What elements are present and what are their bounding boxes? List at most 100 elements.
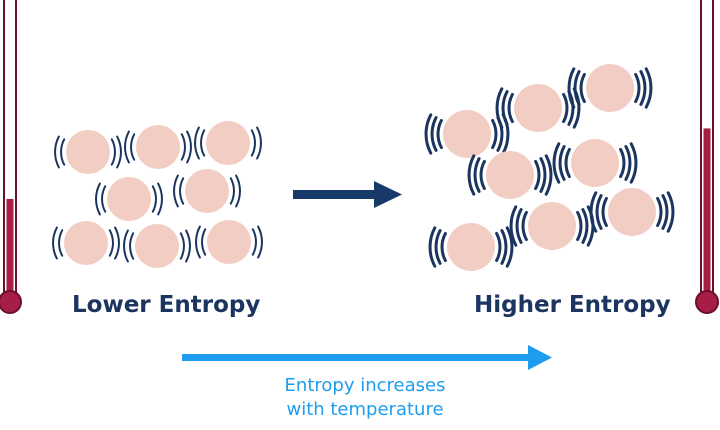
particle <box>552 139 638 187</box>
transition-arrow-head <box>374 181 402 208</box>
particle <box>54 130 122 174</box>
particle <box>195 220 263 264</box>
vibration-arc <box>521 210 528 242</box>
particle-body <box>64 221 108 265</box>
particle-body <box>447 223 495 271</box>
particle <box>589 188 675 236</box>
vibration-arc <box>473 157 481 193</box>
vibration-arc <box>157 182 163 216</box>
temperature-arrow-shaft <box>182 354 532 361</box>
vibration-arc <box>185 229 191 263</box>
vibration-arc <box>179 232 185 260</box>
particle <box>123 224 191 268</box>
vibration-arc <box>130 133 136 161</box>
vibration-arc <box>656 196 663 228</box>
entropy-caption: Entropy increases with temperature <box>240 374 490 422</box>
particle-body <box>443 110 491 158</box>
vibration-arc <box>639 70 647 106</box>
vibration-arc <box>201 228 207 256</box>
particle <box>467 151 553 199</box>
caption-line-2: with temperature <box>286 399 444 420</box>
vibration-arc <box>430 116 438 152</box>
vibration-arc <box>495 231 502 263</box>
thermometer-left <box>0 0 22 314</box>
vibration-arc <box>124 130 130 164</box>
thermometer-mercury <box>6 198 14 300</box>
low-entropy-particles <box>52 121 263 268</box>
vibration-arc <box>507 92 514 124</box>
particle <box>424 110 510 158</box>
temperature-arrow-head <box>528 345 552 370</box>
vibration-arc <box>173 174 179 208</box>
particle-body <box>571 139 619 187</box>
vibration-arc <box>505 226 514 268</box>
vibration-arc <box>619 147 626 179</box>
vibration-arc <box>195 225 201 259</box>
vibration-arc <box>579 72 586 104</box>
vibration-arc <box>52 226 58 260</box>
transition-arrow-shaft <box>293 190 377 199</box>
vibration-arc <box>509 205 518 247</box>
particle <box>567 64 653 112</box>
caption-line-1: Entropy increases <box>284 375 446 396</box>
particle-body <box>586 64 634 112</box>
vibration-arc <box>634 72 641 104</box>
vibration-arc <box>595 194 603 230</box>
vibration-arc <box>424 113 433 155</box>
vibration-arc <box>235 174 241 208</box>
vibration-arc <box>562 92 569 124</box>
vibration-arc <box>581 208 589 244</box>
vibration-arc <box>629 142 638 184</box>
particle <box>495 84 581 132</box>
vibration-arc <box>256 126 262 160</box>
vibration-arc <box>200 129 206 157</box>
particle-body <box>514 84 562 132</box>
vibration-arc <box>564 147 571 179</box>
vibration-arc <box>601 196 608 228</box>
vibration-arc <box>666 191 675 233</box>
vibration-arc <box>467 154 476 196</box>
vibration-arc <box>589 191 598 233</box>
particle-body <box>528 202 576 250</box>
vibration-arc <box>95 182 101 216</box>
particle <box>95 177 163 221</box>
vibration-arc <box>479 159 486 191</box>
vibration-arc <box>644 67 653 109</box>
vibration-arc <box>567 67 576 109</box>
vibration-arc <box>539 157 547 193</box>
particle <box>428 223 514 271</box>
high-entropy-particles <box>424 64 675 271</box>
vibration-arc <box>573 70 581 106</box>
particle <box>194 121 262 165</box>
vibration-arc <box>440 231 447 263</box>
vibration-arc <box>428 226 437 268</box>
particle-body <box>486 151 534 199</box>
particle-body <box>136 125 180 169</box>
vibration-arc <box>229 177 235 205</box>
vibration-arc <box>114 226 120 260</box>
particle <box>124 125 192 169</box>
vibration-arc <box>576 210 583 242</box>
particle <box>509 202 595 250</box>
vibration-arc <box>186 130 192 164</box>
vibration-arc <box>110 138 116 166</box>
vibration-arc <box>500 229 508 265</box>
particle <box>173 169 241 213</box>
particle-body <box>185 169 229 213</box>
vibration-arc <box>54 135 60 169</box>
vibration-arc <box>194 126 200 160</box>
vibration-arc <box>123 229 129 263</box>
vibration-arc <box>116 135 122 169</box>
thermometer-bulb <box>0 290 22 314</box>
vibration-arc <box>60 138 66 166</box>
thermometer-bulb <box>695 290 719 314</box>
vibration-arc <box>58 229 64 257</box>
temperature-arrow <box>182 345 552 370</box>
particle-body <box>107 177 151 221</box>
particle-body <box>206 121 250 165</box>
vibration-arc <box>151 185 157 213</box>
vibration-arc <box>558 145 566 181</box>
particle-body <box>135 224 179 268</box>
vibration-arc <box>501 90 509 126</box>
